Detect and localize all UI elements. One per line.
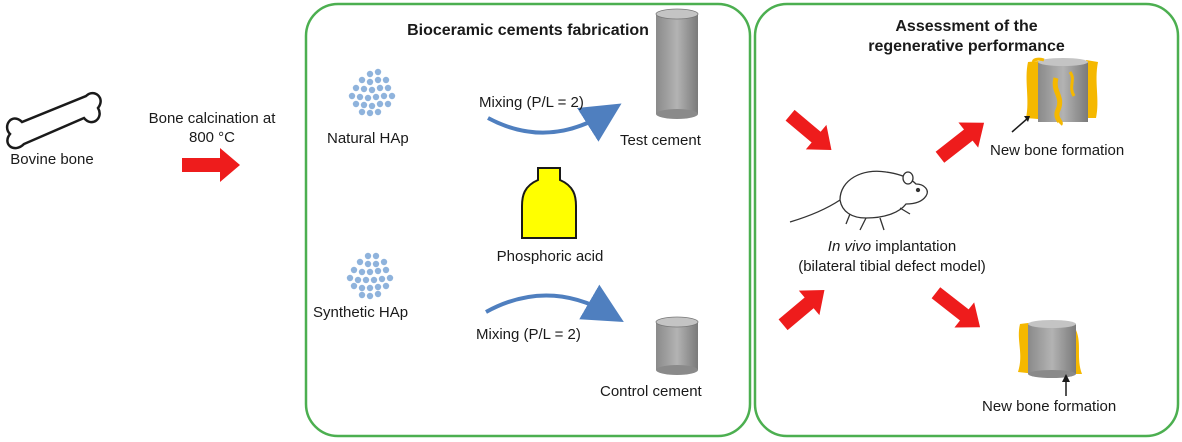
assessment-title-line1: Assessment of the xyxy=(895,18,1038,35)
rat-icon xyxy=(789,170,928,231)
new-bone-bottom-label: New bone formation xyxy=(982,398,1117,415)
natural-hap-particles-icon xyxy=(348,68,396,117)
fabrication-title: Bioceramic cements fabrication xyxy=(407,22,649,39)
calcination-label-line2: 800 °C xyxy=(188,129,236,146)
calcination-label-line1: Bone calcination at xyxy=(148,110,276,127)
new-bone-bottom-implant-icon xyxy=(1018,320,1082,378)
assessment-title-line2: regenerative performance xyxy=(868,38,1065,55)
new-bone-top-implant-icon xyxy=(1026,57,1098,126)
bone-icon xyxy=(5,91,102,150)
red-arrow-icon xyxy=(182,148,240,182)
mixing-arrow-top-icon xyxy=(487,103,622,142)
tibial-defect-model-label: (bilateral tibial defect model) xyxy=(798,258,986,275)
synthetic-hap-label: Synthetic HAp xyxy=(313,304,409,321)
mixing-bottom-label: Mixing (P/L = 2) xyxy=(476,326,581,343)
new-bone-top-pointer-icon xyxy=(1011,117,1029,133)
test-cement-label: Test cement xyxy=(620,132,701,149)
control-cement-cylinder-icon xyxy=(655,316,699,375)
new-bone-top-label: New bone formation xyxy=(990,142,1125,159)
synthetic-hap-particles-icon xyxy=(346,252,394,300)
in-vivo-rest: implantation xyxy=(871,238,957,255)
in-vivo-label: In vivo implantation xyxy=(760,238,1024,256)
red-arrow-in-bottom-icon xyxy=(778,290,825,331)
fabrication-panel xyxy=(304,2,752,438)
red-arrow-out-bottom-icon xyxy=(931,287,981,328)
control-cement-label: Control cement xyxy=(600,383,702,400)
in-vivo-italic: In vivo xyxy=(827,238,872,255)
red-arrow-out-top-icon xyxy=(935,122,985,163)
bovine-bone-label: Bovine bone xyxy=(10,151,94,168)
phosphoric-acid-label: Phosphoric acid xyxy=(496,248,604,265)
red-arrow-in-top-icon xyxy=(785,109,832,150)
assessment-panel xyxy=(753,2,1180,438)
mixing-top-label: Mixing (P/L = 2) xyxy=(479,94,584,111)
natural-hap-label: Natural HAp xyxy=(327,130,409,147)
test-cement-cylinder-icon xyxy=(655,8,699,119)
mixing-arrow-bottom-icon xyxy=(485,284,624,323)
phosphoric-acid-bottle-icon xyxy=(521,167,577,239)
